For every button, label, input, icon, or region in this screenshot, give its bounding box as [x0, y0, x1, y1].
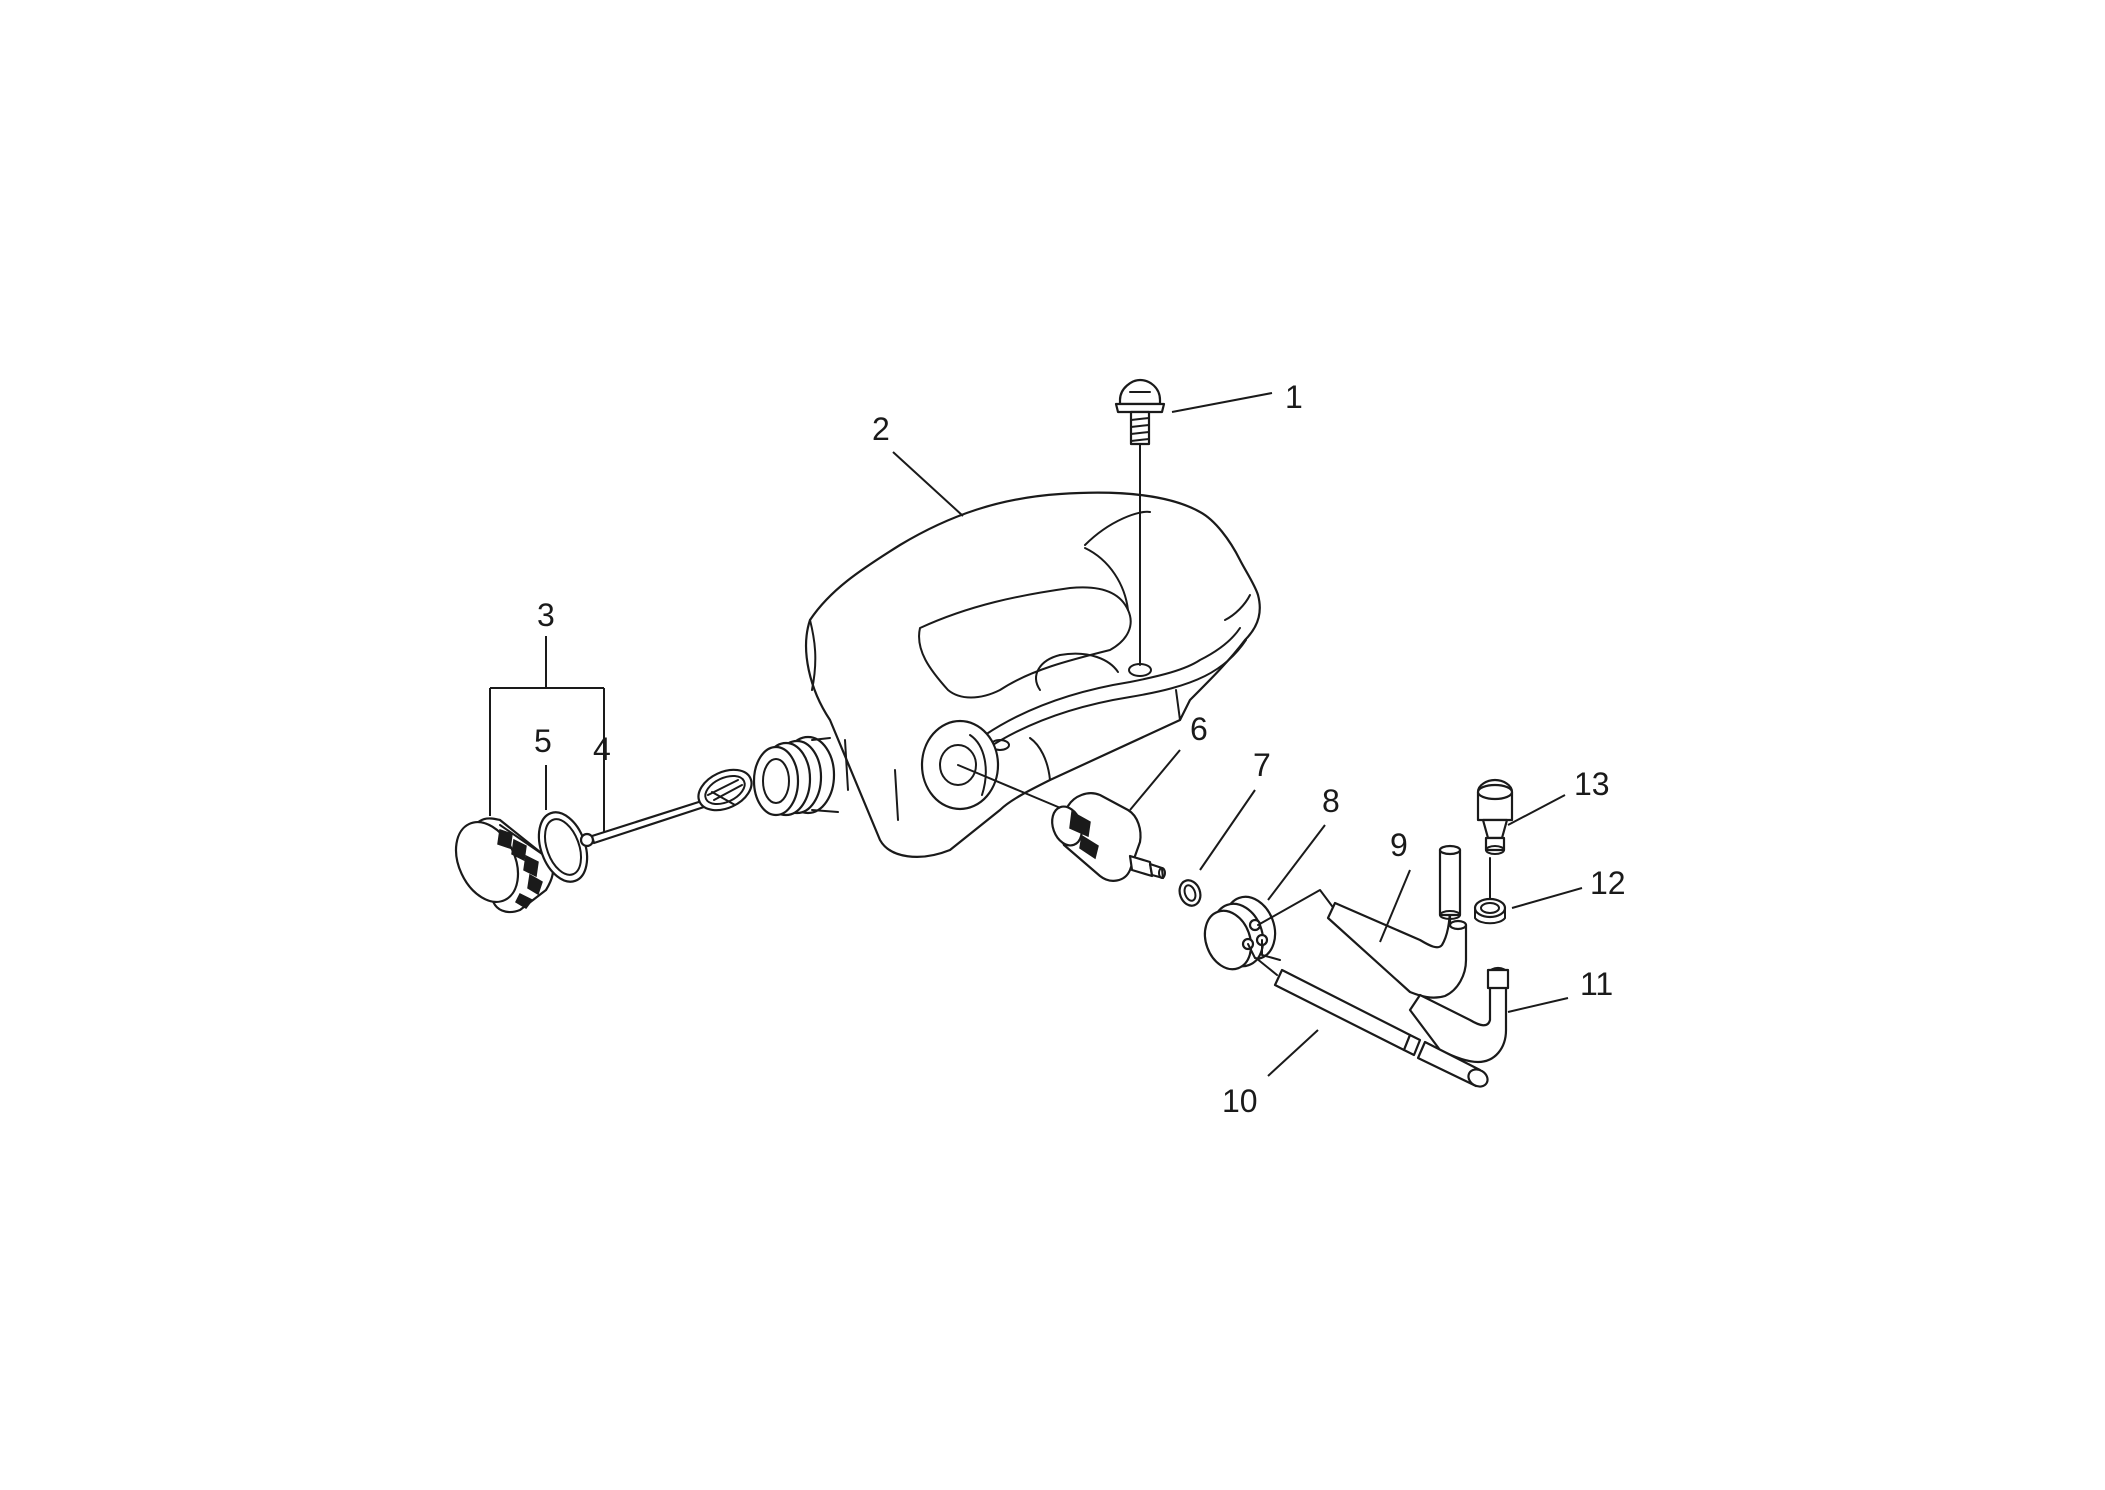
leader-6 — [1129, 749, 1181, 811]
callout-7: 7 — [1253, 747, 1271, 783]
leader-lines — [489, 392, 1583, 1077]
hose-clamp — [1473, 857, 1507, 925]
fuel-joint — [957, 764, 1166, 882]
callout-10: 10 — [1222, 1083, 1258, 1119]
fuel-tank — [804, 491, 1261, 858]
leader-9 — [1379, 869, 1411, 943]
filler-strainer — [579, 768, 753, 848]
small-o-ring — [1178, 879, 1202, 907]
leader-11 — [1507, 997, 1569, 1013]
fuel-cap — [454, 817, 555, 914]
callout-9: 9 — [1390, 827, 1408, 863]
gasket — [537, 811, 589, 883]
leader-13 — [1507, 794, 1566, 826]
callout-12: 12 — [1590, 865, 1626, 901]
leader-7 — [1199, 789, 1256, 871]
bolt — [1114, 378, 1166, 666]
callout-3: 3 — [537, 597, 555, 633]
leader-1 — [1171, 392, 1273, 413]
callout-numbers: 1 2 3 4 5 6 7 8 9 10 11 12 13 — [534, 379, 1626, 1119]
leader-3 — [489, 636, 605, 832]
callout-1: 1 — [1285, 379, 1303, 415]
fuel-hoses — [1247, 844, 1510, 1088]
callout-13: 13 — [1574, 766, 1610, 802]
callout-8: 8 — [1322, 783, 1340, 819]
leader-8 — [1267, 824, 1326, 901]
check-valve — [1476, 778, 1514, 855]
callout-4: 4 — [593, 731, 611, 767]
callout-5: 5 — [534, 723, 552, 759]
grommet — [1203, 895, 1277, 971]
leader-2 — [892, 451, 964, 517]
callout-2: 2 — [872, 411, 890, 447]
callout-11: 11 — [1580, 966, 1613, 1002]
filler-neck — [752, 735, 839, 817]
leader-10 — [1267, 1029, 1319, 1077]
callout-6: 6 — [1190, 711, 1208, 747]
leader-12 — [1511, 887, 1583, 909]
